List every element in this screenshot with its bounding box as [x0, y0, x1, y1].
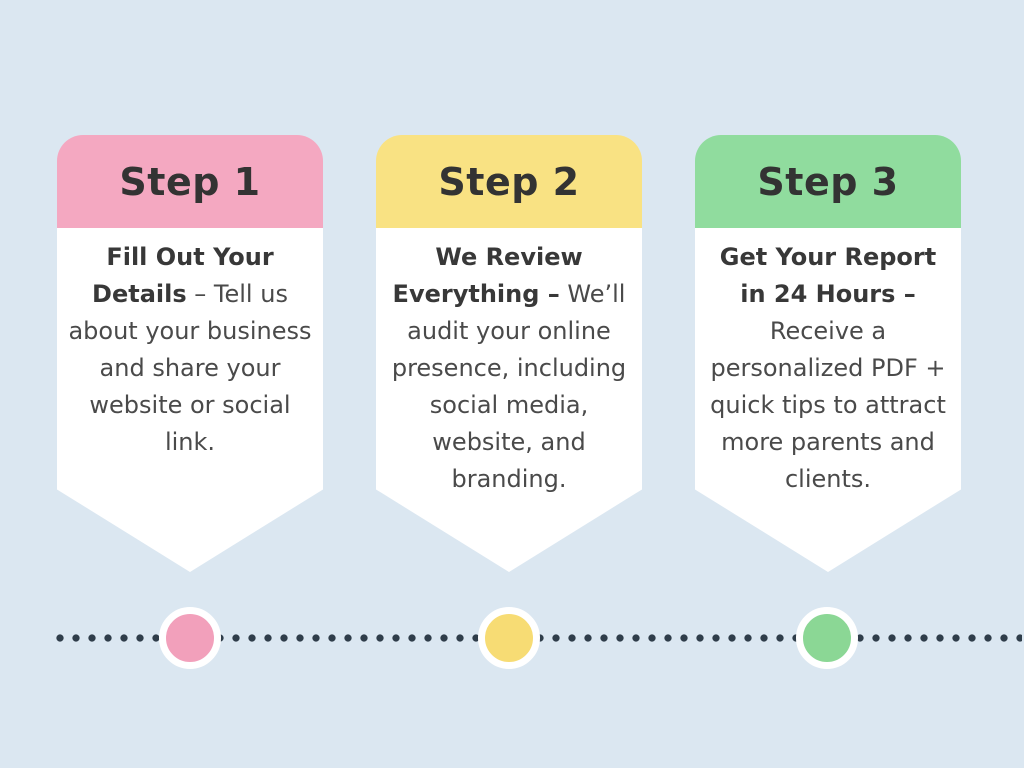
- step-card-2: Step 2 We Review Everything – We’ll audi…: [376, 135, 642, 572]
- step-1-lead-text: Fill Out Your Details: [92, 243, 274, 308]
- step-3-description: Receive a personalized PDF + quick tips …: [710, 317, 946, 493]
- step-card-3: Step 3 Get Your Report in 24 Hours – Rec…: [695, 135, 961, 572]
- step-3-body: Get Your Report in 24 Hours – Receive a …: [695, 228, 961, 572]
- step-2-body: We Review Everything – We’ll audit your …: [376, 228, 642, 572]
- step-3-header: Step 3: [695, 135, 961, 228]
- timeline-marker-step-1: [159, 607, 221, 669]
- step-2-lead-text: We Review Everything –: [392, 243, 583, 308]
- step-card-1: Step 1 Fill Out Your Details – Tell us a…: [57, 135, 323, 572]
- step-1-header: Step 1: [57, 135, 323, 228]
- step-3-title: Step 3: [757, 159, 899, 204]
- timeline-marker-step-2: [478, 607, 540, 669]
- step-2-description: We’ll audit your online presence, includ…: [391, 280, 627, 493]
- step-3-lead-text: Get Your Report in 24 Hours –: [719, 243, 937, 308]
- step-2-title: Step 2: [438, 159, 580, 204]
- step-2-header: Step 2: [376, 135, 642, 228]
- step-1-description: – Tell us about your business and share …: [68, 280, 312, 456]
- step-1-title: Step 1: [119, 159, 261, 204]
- step-1-body: Fill Out Your Details – Tell us about yo…: [57, 228, 323, 572]
- timeline-marker-step-3: [796, 607, 858, 669]
